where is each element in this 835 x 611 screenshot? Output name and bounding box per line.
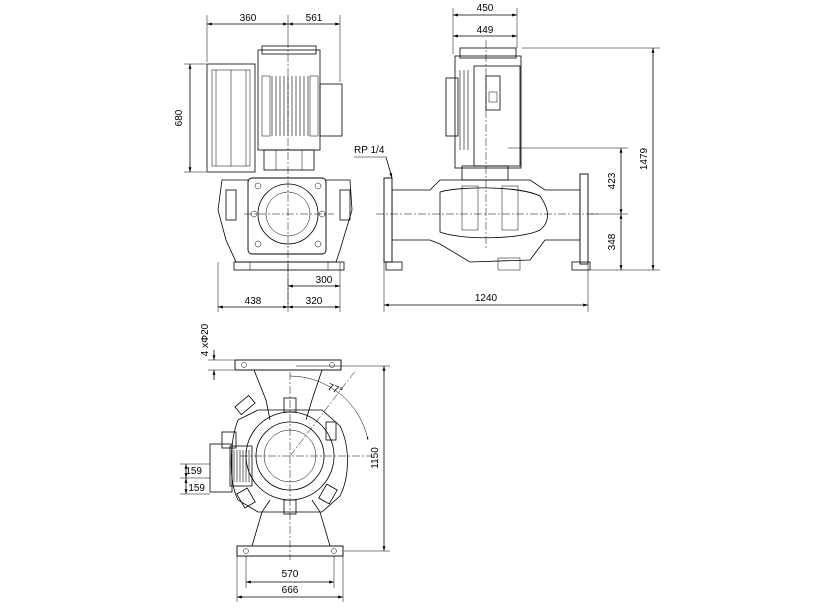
dim-total-height: 1479	[639, 147, 650, 170]
top-view: 77° 4 xΦ20 1150 159 159 570 666	[180, 323, 390, 602]
dim-length: 1240	[475, 293, 498, 304]
motor-body	[257, 45, 343, 171]
port-label: RP 1/4	[354, 145, 385, 156]
dim-angle: 77°	[326, 382, 344, 398]
dim-lower-height: 348	[607, 233, 618, 250]
side-view: 450 449 RP 1/4 423 348 1479 1240	[354, 3, 660, 312]
dim-motor-right: 561	[306, 13, 323, 24]
top-flange	[234, 359, 342, 371]
dim-offset-a: 159	[185, 466, 202, 477]
motor-fan-cover	[206, 63, 256, 173]
side-motor	[445, 47, 522, 181]
dim-base-outer: 666	[282, 585, 299, 596]
top-motor-box	[209, 443, 253, 493]
base-plate	[233, 261, 345, 271]
dim-foot-right: 320	[306, 296, 323, 307]
side-pump-body	[383, 173, 591, 271]
dim-offset-b: 159	[188, 483, 205, 494]
top-casing	[221, 394, 348, 515]
dim-base-inner: 570	[282, 569, 299, 580]
dim-foot-left: 438	[245, 296, 262, 307]
dim-foot-half: 300	[316, 275, 333, 286]
dim-top-width: 450	[477, 3, 494, 14]
front-view: 360 561 680 300 438 320	[174, 13, 353, 312]
pump-casing	[217, 177, 353, 263]
dim-box-width: 449	[477, 25, 494, 36]
dim-holes: 4 xΦ20	[200, 323, 211, 356]
dim-depth: 1150	[370, 447, 381, 469]
dim-motor-height: 680	[174, 109, 185, 126]
dim-upper-height: 423	[607, 172, 618, 189]
dim-motor-left: 360	[240, 13, 257, 24]
